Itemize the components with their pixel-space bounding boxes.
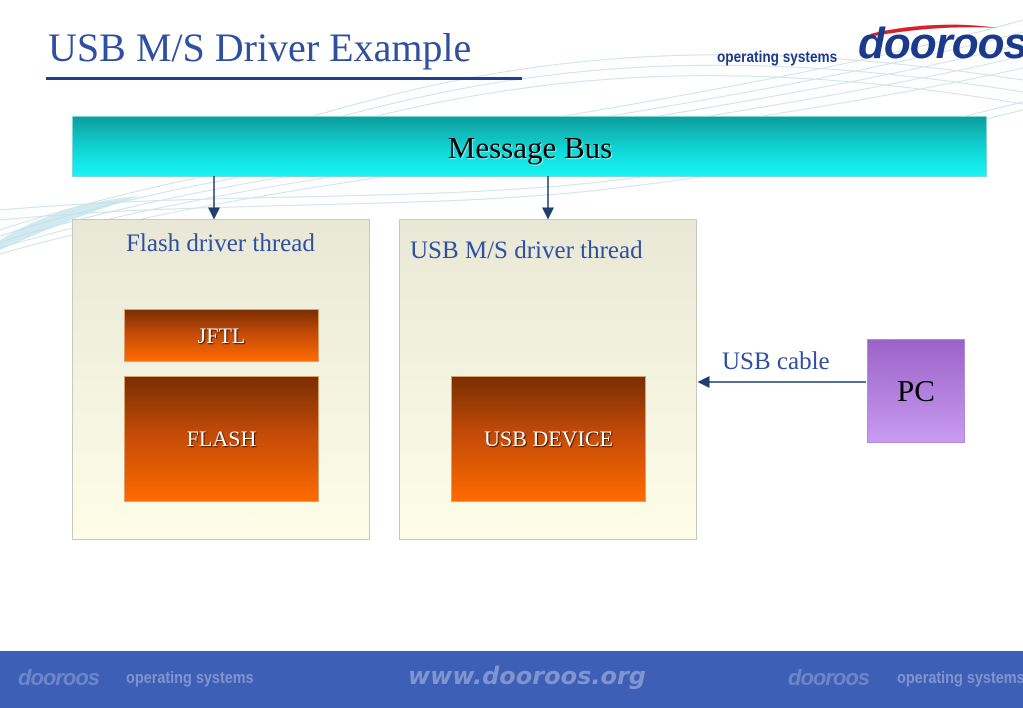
- usb-cable-label: USB cable: [722, 348, 830, 375]
- flash-label: FLASH: [186, 426, 257, 451]
- flash-block: FLASH: [124, 376, 319, 502]
- brand-tagline: operating systems: [717, 49, 838, 66]
- usb-driver-thread-label: USB M/S driver thread: [410, 237, 643, 264]
- logo-swoosh-icon: [870, 24, 998, 36]
- footer-bar: [0, 651, 1023, 708]
- usb-device-label: USB DEVICE: [484, 426, 613, 451]
- message-bus-label: Message Bus: [447, 130, 613, 165]
- title-underline: [46, 77, 522, 80]
- message-bus: [72, 116, 987, 177]
- pc-label: PC: [897, 373, 935, 408]
- footer-logo-left: dooroos: [18, 665, 100, 690]
- usb-device-block: USB DEVICE: [451, 376, 646, 502]
- footer-logo-right: dooroos: [788, 665, 870, 690]
- jftl-label: JFTL: [197, 322, 246, 348]
- flash-driver-thread-label: Flash driver thread: [126, 230, 315, 257]
- brand-logo: dooroos: [858, 19, 1023, 68]
- footer-url: www.dooroos.org: [408, 662, 646, 690]
- footer-tagline-left: operating systems: [126, 668, 254, 687]
- slide-title: USB M/S Driver Example: [48, 25, 472, 70]
- footer-tagline-right: operating systems: [897, 668, 1023, 687]
- jftl-block: JFTL: [124, 309, 319, 362]
- pc-box: PC: [867, 339, 965, 443]
